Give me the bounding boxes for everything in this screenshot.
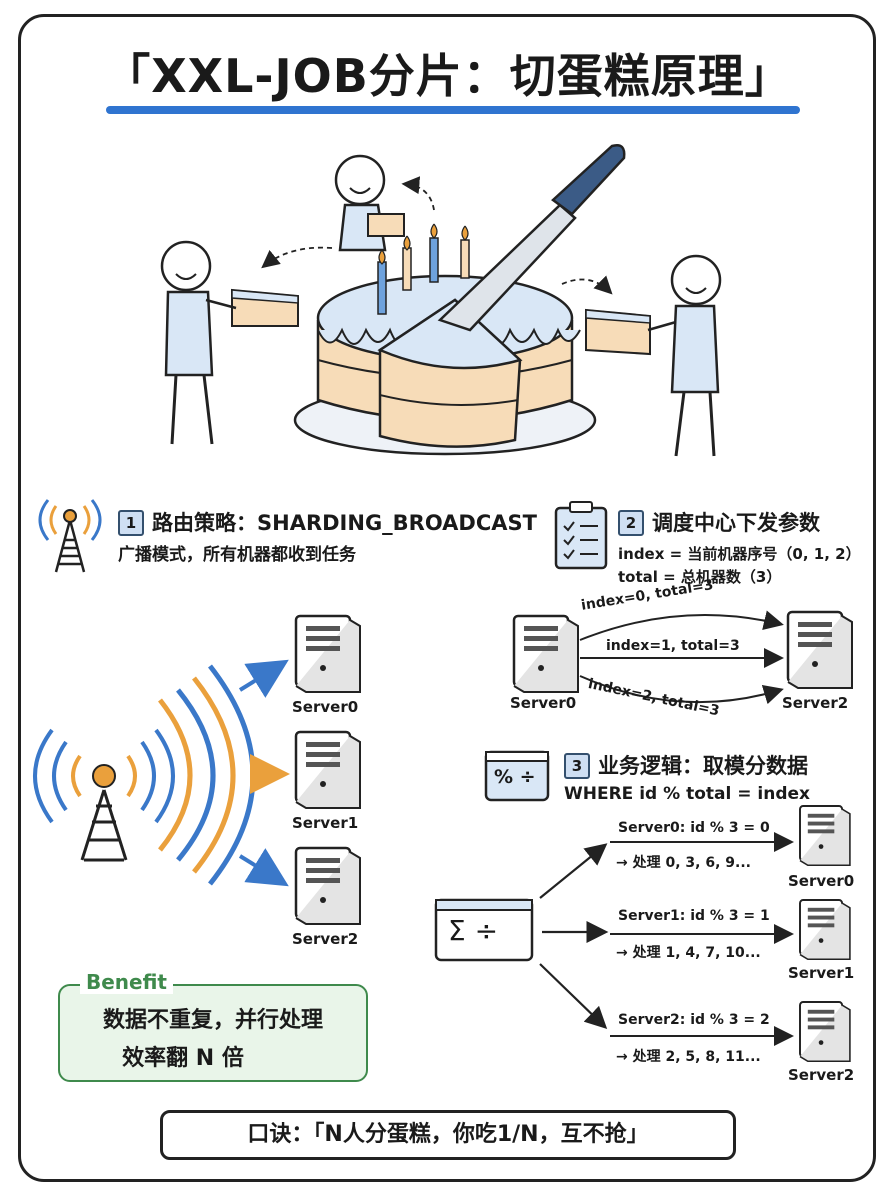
- antenna-icon: [38, 499, 102, 574]
- broadcast-tower: [33, 659, 290, 887]
- section1-desc: 广播模式，所有机器都收到任务: [118, 545, 356, 565]
- route-server-2-label: Server2: [788, 1066, 855, 1084]
- broadcast-server-0-label: Server0: [292, 698, 359, 716]
- route-server-2: [799, 1001, 851, 1063]
- section2-line1: index = 当前机器序号（0, 1, 2）: [618, 545, 861, 563]
- percent-card-text: % ÷: [494, 766, 536, 788]
- param-arrow-2: [579, 675, 784, 705]
- route-rule-0: Server0: id % 3 = 0: [618, 820, 770, 836]
- page-title: 「XXL-JOB分片：切蛋糕原理」: [104, 49, 792, 103]
- broadcast-server-2-label: Server2: [292, 930, 359, 948]
- broadcast-server-0: [294, 614, 362, 694]
- section1-number: 1: [118, 510, 144, 536]
- route-arrow-0: [539, 843, 608, 899]
- benefit-box: [58, 984, 368, 1082]
- route-rule-2: Server2: id % 3 = 2: [618, 1012, 770, 1028]
- benefit-line2: 效率翻 N 倍: [122, 1046, 244, 1071]
- section3-number: 3: [564, 753, 590, 779]
- route-arrow-2: [539, 963, 608, 1030]
- cake-illustration: [160, 144, 722, 457]
- motto-box: 口诀：「N人分蛋糕，你吃1/N，互不抢」: [160, 1110, 736, 1160]
- broadcast-server-1-label: Server1: [292, 814, 359, 832]
- title-underline: [106, 106, 800, 114]
- route-server-1: [799, 899, 851, 961]
- route-rule-1: Server1: id % 3 = 1: [618, 908, 770, 924]
- section1-title: 路由策略：SHARDING_BROADCAST: [152, 511, 537, 535]
- section2-number: 2: [618, 510, 644, 536]
- clipboard-icon: [554, 501, 608, 570]
- section3-heading: 3 业务逻辑：取模分数据: [564, 750, 808, 780]
- route-server-0: [799, 805, 851, 867]
- broadcast-server-1: [294, 730, 362, 810]
- section3-title: 业务逻辑：取模分数据: [598, 754, 808, 778]
- param-source-label: Server0: [510, 694, 577, 712]
- section1-heading: 1 路由策略：SHARDING_BROADCAST: [118, 507, 537, 537]
- route-handles-2: → 处理 2, 5, 8, 11...: [616, 1049, 761, 1065]
- route-handles-0: → 处理 0, 3, 6, 9...: [616, 855, 751, 871]
- param-target-server: [786, 610, 854, 690]
- param-label-1: index=1, total=3: [606, 638, 740, 654]
- param-source-server: [512, 614, 580, 694]
- benefit-tag: Benefit: [80, 970, 173, 994]
- section3-formula: WHERE id % total = index: [564, 784, 810, 804]
- route-handles-1: → 处理 1, 4, 7, 10...: [616, 945, 761, 961]
- section2-line2: total = 总机器数（3）: [618, 568, 782, 586]
- sum-card-text: Σ ÷: [448, 914, 499, 947]
- percent-card-icon: [484, 750, 550, 802]
- benefit-line1: 数据不重复，并行处理: [102, 1008, 323, 1033]
- route-server-0-label: Server0: [788, 872, 855, 890]
- section2-title: 调度中心下发参数: [652, 511, 820, 535]
- param-target-label: Server2: [782, 694, 849, 712]
- route-server-1-label: Server1: [788, 964, 855, 982]
- section2-heading: 2 调度中心下发参数: [618, 507, 820, 537]
- param-arrow-0: [579, 610, 784, 641]
- broadcast-server-2: [294, 846, 362, 926]
- sum-card-icon: [434, 898, 534, 962]
